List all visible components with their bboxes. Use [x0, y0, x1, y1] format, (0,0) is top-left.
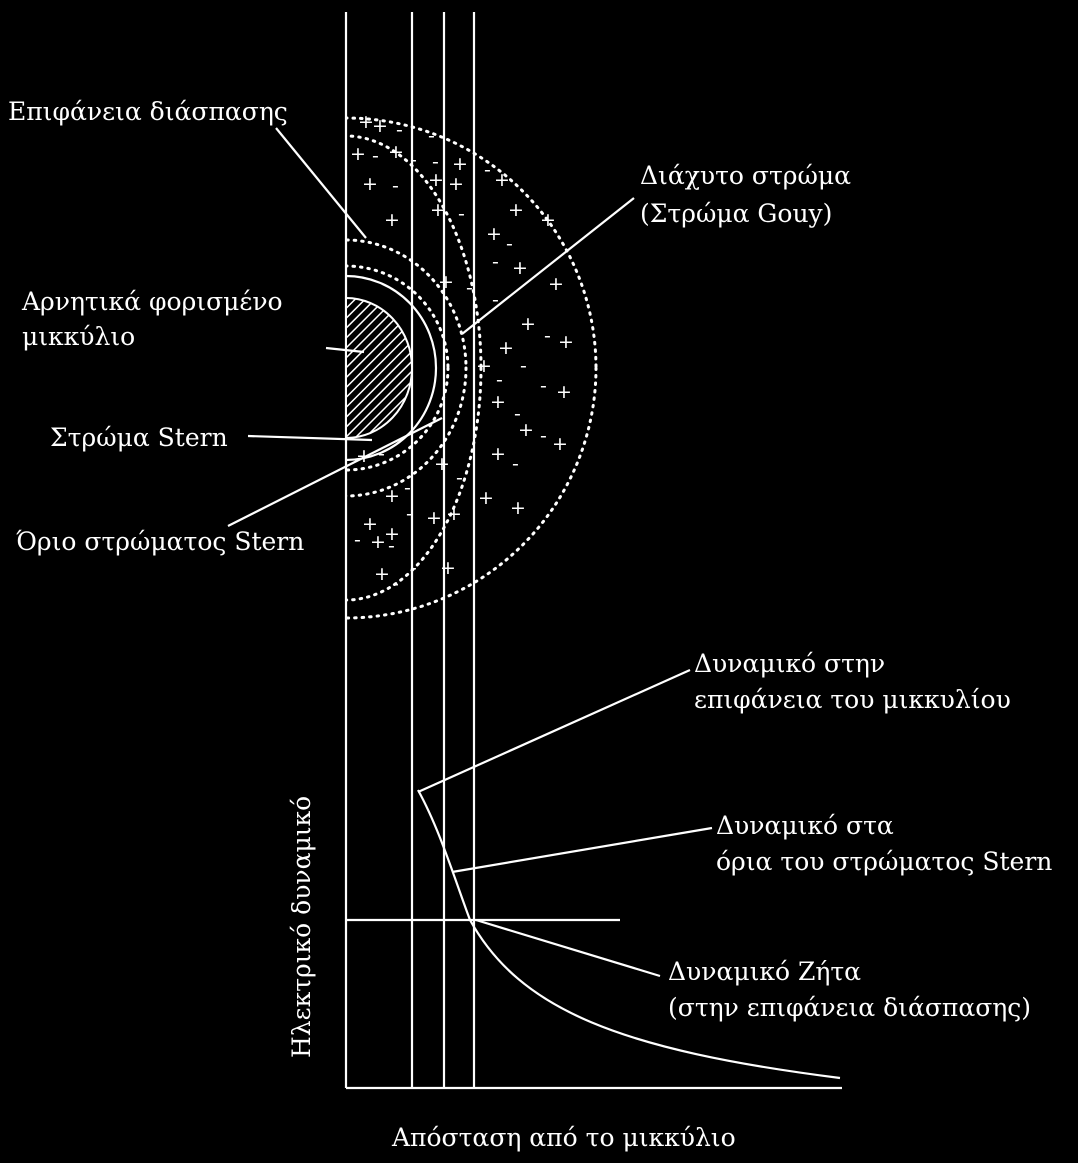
- positive-ion: +: [384, 523, 400, 545]
- positive-ion: +: [356, 445, 372, 467]
- label-slipping-plane: Επιφάνεια διάσπασης: [8, 97, 288, 126]
- label-stern-potential-1: Δυναμικό στα: [716, 811, 894, 840]
- negative-ion: -: [392, 175, 399, 197]
- negative-ion: -: [388, 535, 395, 557]
- positive-ion: +: [370, 531, 386, 553]
- negative-ion: -: [410, 149, 417, 171]
- negative-ion: -: [458, 203, 465, 225]
- outer-shell-arc: [346, 134, 483, 602]
- negative-ion: -: [514, 403, 521, 425]
- label-stern-boundary: Όριο στρώματος Stern: [16, 527, 304, 556]
- positive-ion: +: [438, 271, 454, 293]
- zeta-potential-leader: [475, 918, 661, 978]
- y-axis-label: Ηλεκτρικό δυναμικό: [287, 796, 316, 1058]
- negative-ion: -: [392, 573, 399, 595]
- negative-ion: -: [520, 355, 527, 377]
- positive-ion: +: [374, 563, 390, 585]
- label-zeta-potential-1: Δυναμικό Ζήτα: [668, 957, 861, 986]
- label-negative-micelle-2: μικκύλιο: [22, 322, 135, 351]
- negative-ion: -: [492, 289, 499, 311]
- positive-ion: +: [552, 433, 568, 455]
- surface-potential-leader: [417, 668, 691, 794]
- negative-ion: -: [396, 119, 403, 141]
- negative-ion: -: [492, 251, 499, 273]
- positive-ion: +: [498, 337, 514, 359]
- micelle-leader: [325, 346, 365, 354]
- positive-ion: +: [494, 169, 510, 191]
- positive-ion: +: [350, 143, 366, 165]
- label-stern-potential-2: όρια του στρώματος Stern: [716, 847, 1052, 876]
- positive-ion: +: [388, 141, 404, 163]
- x-axis-label: Απόσταση από το μικκύλιο: [391, 1123, 736, 1152]
- stern-potential-leader: [451, 826, 713, 874]
- negative-ion: -: [378, 443, 385, 465]
- diffuse-layer-leader: [461, 197, 635, 335]
- negative-ion: -: [484, 159, 491, 181]
- negative-ion: -: [428, 125, 435, 147]
- positive-ion: +: [558, 331, 574, 353]
- positive-ion: +: [384, 485, 400, 507]
- label-diffuse-layer-2: (Στρώμα Gouy): [640, 199, 832, 228]
- negative-ion: -: [404, 477, 411, 499]
- label-surface-potential-1: Δυναμικό στην: [694, 649, 885, 678]
- positive-ion: +: [508, 199, 524, 221]
- outer-diffuse-boundary: [346, 116, 598, 620]
- positive-ion: +: [446, 503, 462, 525]
- stern-layer-leader: [247, 434, 373, 442]
- micelle-shape: [345, 296, 413, 440]
- positive-ion: +: [512, 257, 528, 279]
- ion-charges: ++--+-+--+-+-+++++-+++--+++--+-++-+--++-…: [350, 111, 574, 595]
- positive-ion: +: [510, 497, 526, 519]
- label-zeta-potential-2: (στην επιφάνεια διάσπασης): [668, 993, 1031, 1022]
- positive-ion: +: [518, 419, 534, 441]
- positive-ion: +: [452, 153, 468, 175]
- positive-ion: +: [384, 209, 400, 231]
- potential-curve: [417, 789, 841, 1080]
- label-stern-layer: Στρώμα Stern: [50, 423, 228, 452]
- positive-ion: +: [358, 111, 374, 133]
- negative-ion: -: [496, 369, 503, 391]
- negative-ion: -: [372, 145, 379, 167]
- positive-ion: +: [540, 209, 556, 231]
- positive-ion: +: [478, 487, 494, 509]
- negative-ion: -: [512, 453, 519, 475]
- stern-layer-arc: [346, 274, 438, 462]
- positive-ion: +: [430, 199, 446, 221]
- slipping-plane-leader: [275, 127, 367, 239]
- negative-ion: -: [406, 503, 413, 525]
- positive-ion: +: [520, 313, 536, 335]
- negative-ion: -: [432, 151, 439, 173]
- label-negative-micelle-1: Αρνητικά φορισμένο: [21, 287, 283, 316]
- positive-ion: +: [476, 355, 492, 377]
- positive-ion: +: [362, 513, 378, 535]
- positive-ion: +: [548, 273, 564, 295]
- negative-ion: -: [466, 277, 473, 299]
- label-diffuse-layer-1: Διάχυτο στρώμα: [640, 161, 851, 190]
- negative-ion: -: [410, 557, 417, 579]
- positive-ion: +: [486, 223, 502, 245]
- negative-ion: -: [456, 467, 463, 489]
- positive-ion: +: [428, 169, 444, 191]
- negative-ion: -: [506, 233, 513, 255]
- negative-ion: -: [540, 425, 547, 447]
- positive-ion: +: [490, 391, 506, 413]
- negative-ion: -: [354, 529, 361, 551]
- stern-boundary-arc: [346, 264, 450, 472]
- negative-ion: -: [540, 375, 547, 397]
- positive-ion: +: [434, 453, 450, 475]
- positive-ion: +: [362, 173, 378, 195]
- stern-boundary-leader: [227, 417, 443, 527]
- positive-ion: +: [440, 557, 456, 579]
- positive-ion: +: [426, 507, 442, 529]
- positive-ion: +: [490, 443, 506, 465]
- negative-ion: -: [544, 325, 551, 347]
- positive-ion: +: [372, 115, 388, 137]
- positive-ion: +: [448, 173, 464, 195]
- slipping-plane-arc: [346, 238, 468, 498]
- label-surface-potential-2: επιφάνεια του μικκυλίου: [694, 685, 1011, 714]
- positive-ion: +: [556, 381, 572, 403]
